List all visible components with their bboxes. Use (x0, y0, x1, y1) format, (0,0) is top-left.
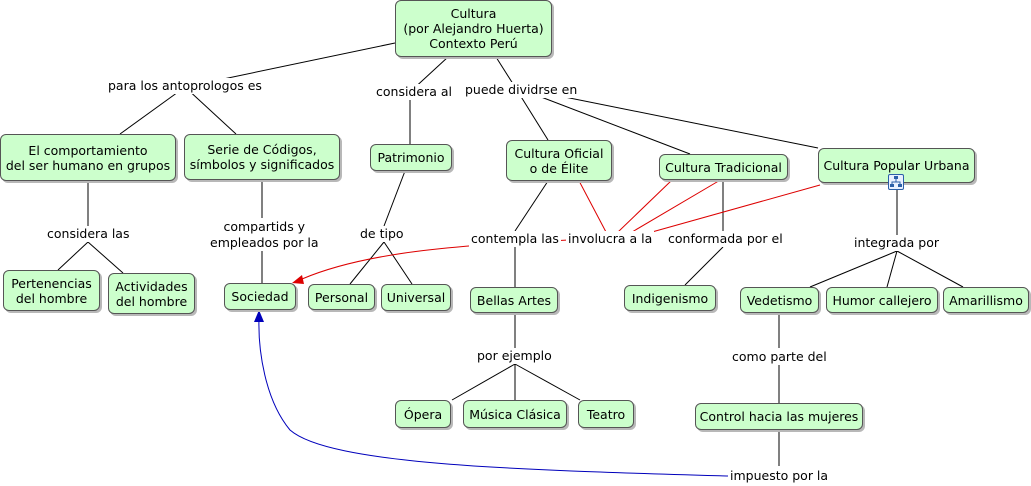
concept-indigenismo[interactable]: Indigenismo (624, 285, 716, 311)
concept-sociedad[interactable]: Sociedad (224, 283, 296, 310)
concept-map-resource-icon[interactable] (888, 174, 904, 190)
concept-vedetismo[interactable]: Vedetismo (740, 287, 819, 313)
concept-amarillismo[interactable]: Amarillismo (943, 287, 1029, 313)
link-label-considera-al: considera al (374, 84, 454, 100)
link-label-impuesto: impuesto por la (728, 468, 831, 484)
concept-humor-callejero[interactable]: Humor callejero (826, 287, 938, 313)
concept-opera[interactable]: Ópera (395, 400, 451, 428)
link-label-como-parte: como parte del (730, 349, 829, 365)
concept-actividades[interactable]: Actividades del hombre (108, 273, 195, 314)
link-label-considera-las: considera las (45, 226, 132, 242)
concept-cultura-tradicional[interactable]: Cultura Tradicional (659, 154, 788, 180)
link-label-puede-dividirse: puede dividrse en (463, 82, 580, 98)
link-label-integrada: integrada por (852, 235, 942, 251)
link-label-por-ejemplo: por ejemplo (475, 348, 554, 364)
concept-control-mujeres[interactable]: Control hacia las mujeres (695, 403, 863, 430)
link-label-de-tipo: de tipo (358, 226, 406, 242)
concept-cultura[interactable]: Cultura (por Alejandro Huerta) Contexto … (395, 0, 552, 57)
blue-arrowhead (254, 310, 264, 322)
link-label-contempla: contempla las (469, 231, 561, 247)
concept-codigos[interactable]: Serie de Códigos, símbolos y significado… (184, 134, 340, 180)
concept-universal[interactable]: Universal (381, 284, 451, 311)
concept-musica-clasica[interactable]: Música Clásica (463, 400, 567, 428)
link-label-antropologos: para los antoprologos es (106, 78, 264, 94)
red-arrowhead (292, 275, 304, 284)
concept-personal[interactable]: Personal (308, 284, 375, 310)
link-label-involucra: involucra a la (566, 231, 655, 247)
concept-patrimonio[interactable]: Patrimonio (370, 144, 452, 171)
concept-bellas-artes[interactable]: Bellas Artes (470, 287, 558, 313)
concept-comportamiento[interactable]: El comportamiento del ser humano en grup… (0, 134, 176, 181)
concept-cultura-oficial[interactable]: Cultura Oficial o de Élite (506, 140, 612, 181)
concept-pertenencias[interactable]: Pertenencias del hombre (3, 270, 100, 311)
link-label-conformada: conformada por el (666, 231, 785, 247)
concept-teatro[interactable]: Teatro (578, 400, 634, 428)
link-label-compartidos: compartids y empleados por la (208, 219, 321, 251)
